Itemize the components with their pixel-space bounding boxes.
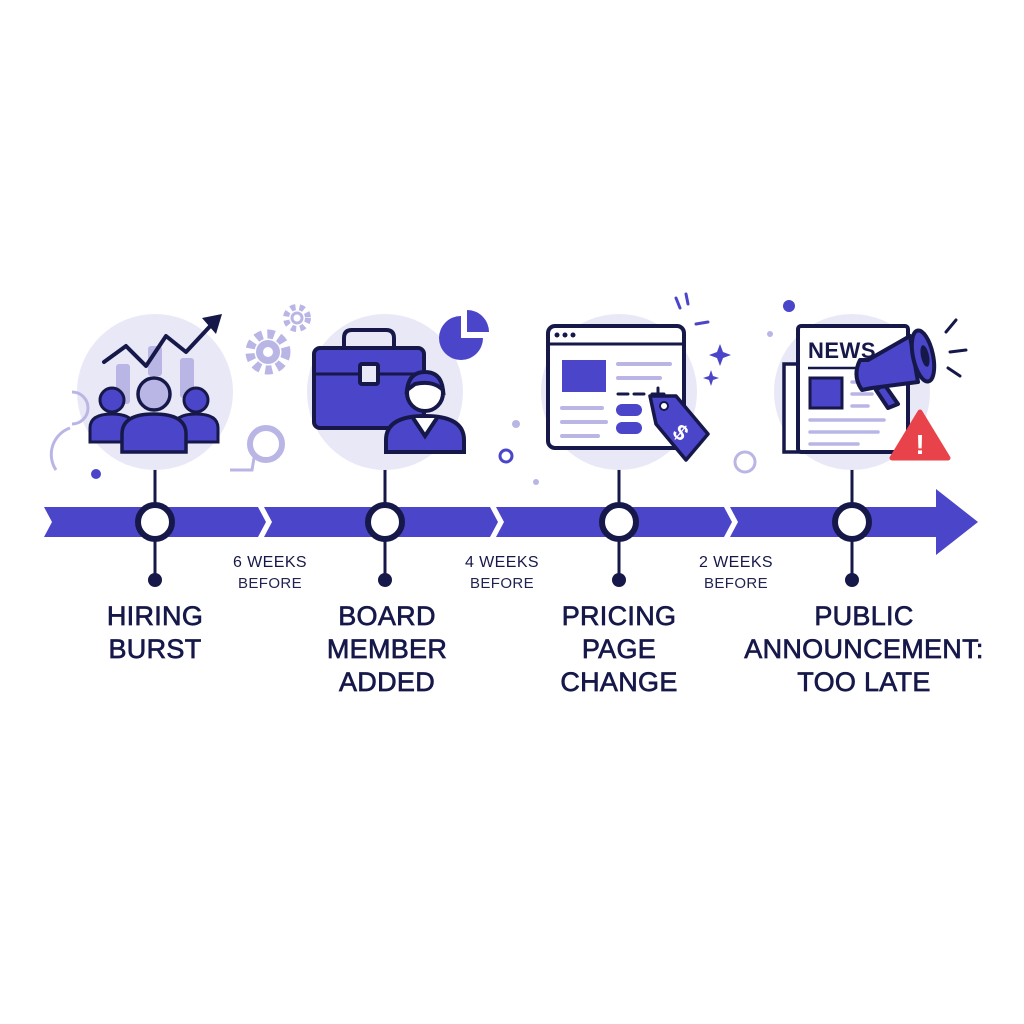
megaphone-icon bbox=[854, 328, 937, 410]
pie-chart-icon bbox=[439, 310, 489, 360]
trend-arrow-icon bbox=[102, 320, 216, 368]
interval-label-3: 2 WEEKS BEFORE bbox=[676, 552, 796, 594]
stage-2-title-line-2: MEMBER bbox=[326, 634, 448, 665]
gear-icon bbox=[245, 329, 291, 375]
stage-3-title-line-3: CHANGE bbox=[560, 667, 678, 698]
hiring-burst-icon bbox=[49, 304, 311, 479]
magnifier-icon bbox=[247, 425, 285, 463]
timeline-node-2 bbox=[365, 502, 405, 542]
person-icon bbox=[384, 369, 466, 454]
stage-2-title-line-1: BOARD bbox=[338, 601, 436, 632]
interval-label-2-line-2: BEFORE bbox=[469, 575, 535, 592]
warning-icon: ! bbox=[889, 409, 951, 461]
timeline-node-3 bbox=[599, 502, 639, 542]
timeline-node-1 bbox=[135, 502, 175, 542]
stage-1-title-line-2: BURST bbox=[108, 634, 202, 665]
announcement-icon: NEWS bbox=[767, 300, 968, 470]
pricing-page-icon: $ bbox=[498, 292, 757, 485]
stage-title-hiring-burst: HIRING BURST bbox=[25, 600, 285, 666]
stage-4-title-line-1: PUBLIC bbox=[814, 601, 914, 632]
stage-4-title-line-2: ANNOUNCEMENT: bbox=[744, 634, 984, 665]
stage-title-board-member-added: BOARD MEMBER ADDED bbox=[257, 600, 517, 699]
stage-2-title-line-3: ADDED bbox=[338, 667, 435, 698]
interval-label-2: 4 WEEKS BEFORE bbox=[442, 552, 562, 594]
stage-4-title-line-3: TOO LATE bbox=[797, 667, 931, 698]
stage-title-pricing-page-change: PRICING PAGE CHANGE bbox=[489, 600, 749, 699]
stage-1-title-line-1: HIRING bbox=[106, 601, 204, 632]
interval-label-2-line-1: 4 WEEKS bbox=[465, 554, 539, 571]
interval-label-3-line-2: BEFORE bbox=[703, 575, 769, 592]
small-gear-icon bbox=[283, 304, 311, 332]
price-tag-icon: $ bbox=[648, 394, 710, 462]
warning-symbol: ! bbox=[915, 429, 924, 460]
interval-label-1: 6 WEEKS BEFORE bbox=[210, 552, 330, 594]
browser-window-icon bbox=[546, 324, 686, 450]
stage-title-public-announcement: PUBLIC ANNOUNCEMENT: TOO LATE bbox=[728, 600, 1000, 699]
interval-label-1-line-2: BEFORE bbox=[237, 575, 303, 592]
stage-3-title-line-1: PRICING bbox=[561, 601, 677, 632]
interval-label-1-line-1: 6 WEEKS bbox=[233, 554, 307, 571]
interval-label-3-line-1: 2 WEEKS bbox=[699, 554, 773, 571]
stage-3-title-line-2: PAGE bbox=[581, 634, 657, 665]
timeline-markers bbox=[135, 468, 872, 587]
timeline-node-4 bbox=[832, 502, 872, 542]
board-member-icon bbox=[307, 310, 489, 470]
